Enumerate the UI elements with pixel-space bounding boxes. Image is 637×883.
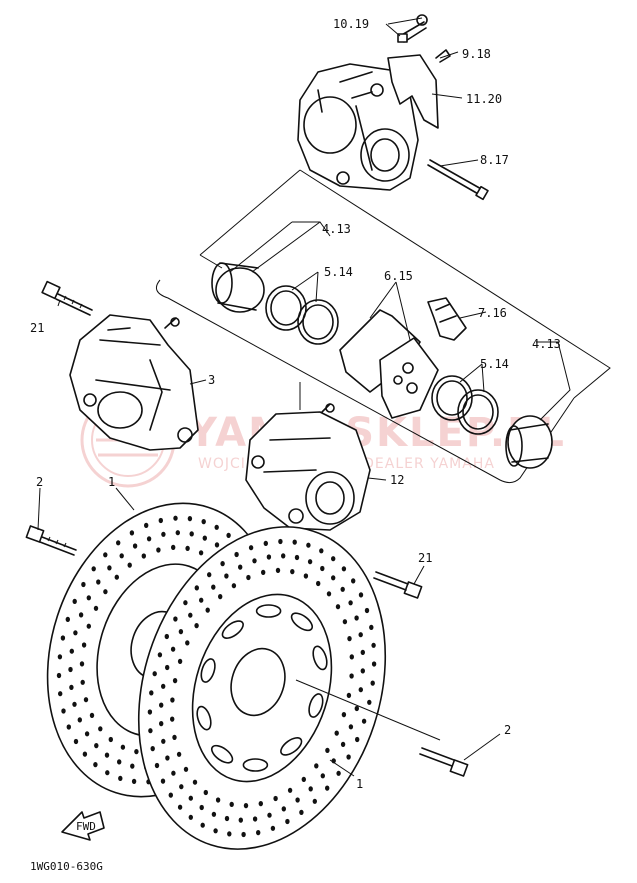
exploded-outline xyxy=(155,169,611,484)
bolt-2-right xyxy=(419,747,469,777)
pad-shim xyxy=(427,297,467,341)
callout-6-15: 6.15 xyxy=(384,269,413,283)
forward-arrow-label: FWD xyxy=(76,820,96,833)
callout-2-left: 2 xyxy=(36,475,43,489)
callout-labels: 10.19 9.18 11.20 8.17 4.13 5.14 6.15 7.1… xyxy=(30,17,561,791)
caliper-left xyxy=(69,314,199,451)
pistons-and-seals-top xyxy=(211,262,339,345)
brake-disc-front xyxy=(137,526,387,850)
forward-arrow: FWD xyxy=(61,811,105,841)
bolt-2-left xyxy=(25,525,77,556)
callout-3: 3 xyxy=(208,373,215,387)
callout-7-16: 7.16 xyxy=(478,306,507,320)
pistons-and-seals-right xyxy=(431,375,553,469)
callout-21-right: 21 xyxy=(418,551,432,565)
callout-21-left: 21 xyxy=(30,321,44,335)
bolt-21-left xyxy=(41,280,93,316)
diagram-code: 1WG010-630G xyxy=(30,860,103,873)
callout-5-14-top: 5.14 xyxy=(324,265,353,279)
callout-11-20: 11.20 xyxy=(466,92,502,106)
caliper-top-exploded xyxy=(297,14,489,201)
bolt-21-right xyxy=(373,571,423,599)
callout-10-19: 10.19 xyxy=(333,17,369,31)
callout-4-13-right: 4.13 xyxy=(532,337,561,351)
callout-4-13-top: 4.13 xyxy=(322,222,351,236)
callout-5-14-right: 5.14 xyxy=(480,357,509,371)
caliper-right xyxy=(245,403,371,531)
brake-pads xyxy=(339,309,439,419)
callout-8-17: 8.17 xyxy=(480,153,509,167)
callout-12: 12 xyxy=(390,473,404,487)
callout-1-bottom: 1 xyxy=(356,777,363,791)
leader-lines xyxy=(37,17,571,777)
callout-9-18: 9.18 xyxy=(462,47,491,61)
callout-2-right: 2 xyxy=(504,723,511,737)
callout-1-top: 1 xyxy=(108,475,115,489)
